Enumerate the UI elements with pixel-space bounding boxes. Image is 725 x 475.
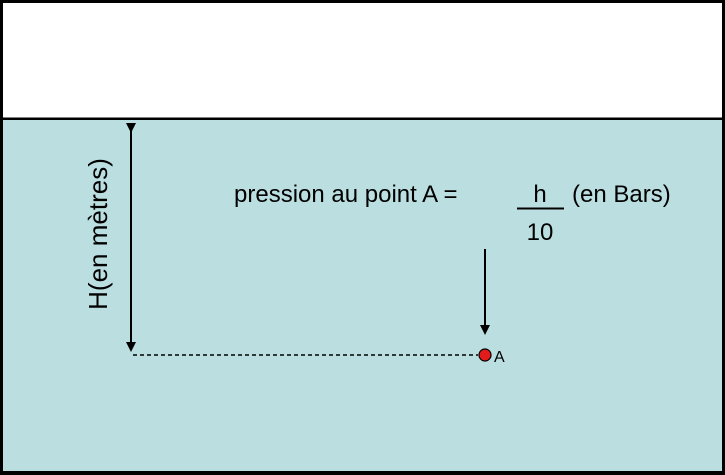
formula-unit: (en Bars) bbox=[572, 181, 671, 208]
formula-denominator: 10 bbox=[527, 219, 554, 246]
air-region bbox=[3, 3, 722, 118]
point-a-marker bbox=[478, 348, 492, 362]
formula-numerator: h bbox=[533, 181, 546, 208]
water-region bbox=[3, 120, 722, 471]
point-a-label: A bbox=[494, 349, 505, 366]
formula-prefix: pression au point A = bbox=[234, 181, 458, 208]
depth-axis-label: H(en mètres) bbox=[83, 158, 113, 310]
